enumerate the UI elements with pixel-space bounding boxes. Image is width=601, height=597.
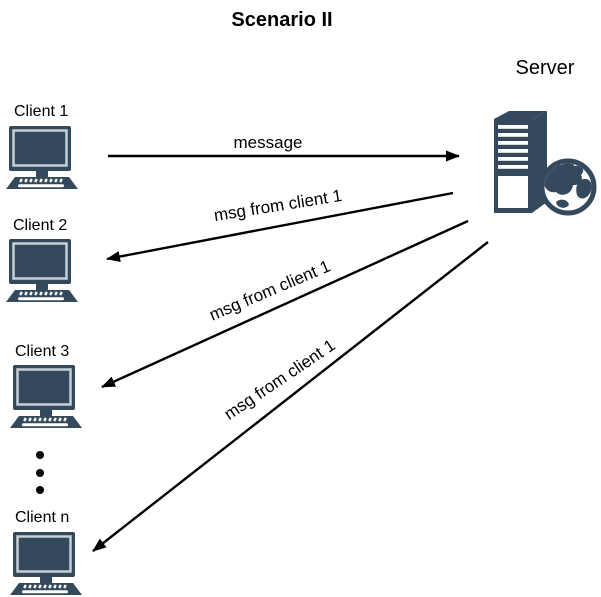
client-n-label: Client n	[15, 509, 70, 526]
message-label-2: msg from client 1	[212, 185, 344, 226]
desktop-computer-icon	[8, 532, 84, 596]
server-icon	[494, 111, 597, 216]
message-label-3: msg from client 1	[206, 256, 334, 325]
message-label-1: message	[233, 133, 303, 152]
desktop-computer-icon	[4, 126, 80, 190]
server-label: Server	[515, 57, 575, 79]
client-3-label: Client 3	[15, 343, 70, 360]
client-1-label: Client 1	[14, 103, 69, 120]
ellipsis-dot	[36, 469, 44, 477]
ellipsis-dot	[36, 486, 44, 494]
message-label-4: msg from client 1	[220, 335, 339, 424]
desktop-computer-icon	[4, 239, 80, 303]
client-2-label: Client 2	[13, 217, 68, 234]
arrow-server-to-client3	[101, 219, 469, 389]
desktop-computer-icon	[8, 365, 84, 429]
vertical-ellipsis-icon	[36, 451, 44, 496]
ellipsis-dot	[36, 451, 44, 459]
page-title: Scenario II	[231, 9, 333, 31]
